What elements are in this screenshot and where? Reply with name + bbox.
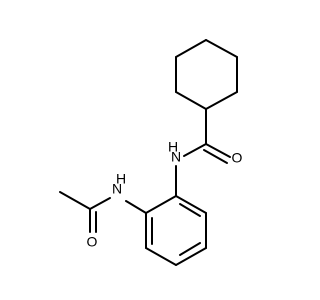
bond [205, 39, 238, 58]
amide-group [175, 108, 231, 197]
double-bond [203, 149, 228, 164]
bond [175, 247, 207, 266]
atom-label-h-amide: H [168, 139, 178, 155]
acetamide-group [59, 191, 147, 233]
bond [145, 247, 177, 266]
benzene-ring [145, 195, 207, 266]
aromatic-inner-bond [179, 203, 201, 217]
bond [59, 191, 91, 210]
bond [205, 91, 238, 110]
bond [183, 143, 207, 157]
bond [175, 91, 207, 110]
aromatic-inner-bond [179, 242, 201, 256]
bond [89, 197, 111, 210]
bond [125, 200, 147, 214]
bond [175, 195, 207, 214]
cyclohexane-ring [175, 39, 238, 110]
atom-label-o-acetamide: O [87, 234, 98, 250]
molecule-diagram: H N O H N O [59, 39, 243, 266]
atom-label-o-amide: O [232, 150, 243, 166]
atom-label-n-acetamide: N [112, 181, 122, 197]
bond [175, 39, 207, 58]
atom-label-h-acetamide: H [116, 171, 126, 187]
double-bond [205, 143, 231, 158]
bond [145, 195, 177, 214]
atom-label-n-amide: N [171, 149, 181, 165]
